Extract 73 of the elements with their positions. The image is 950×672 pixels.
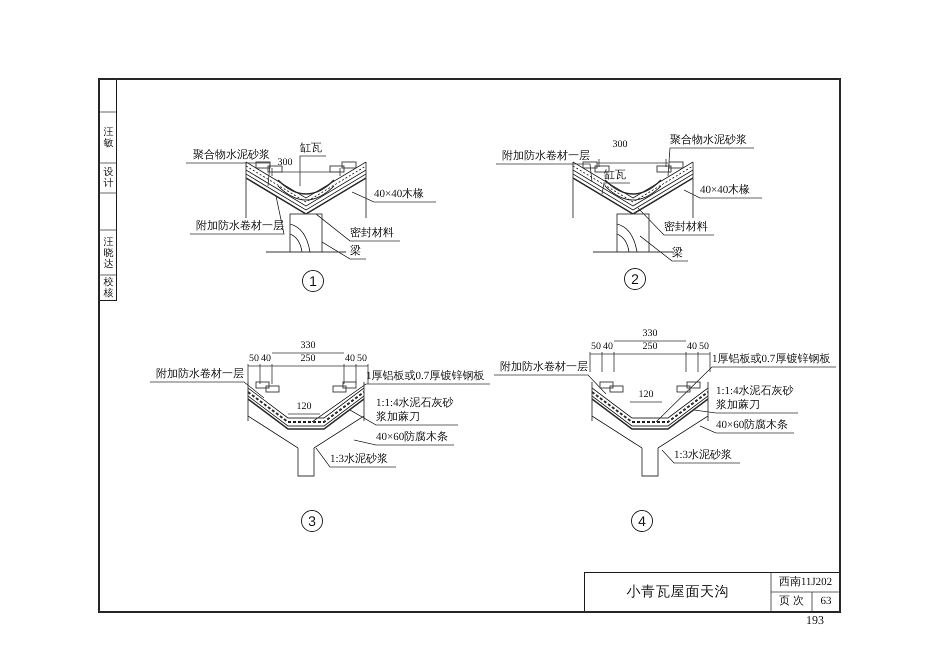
- leader-line: [662, 450, 740, 464]
- detail-number: 3: [301, 510, 323, 532]
- leader-line: [312, 384, 490, 422]
- page-number: 193: [806, 612, 824, 629]
- leader-line: [352, 192, 436, 202]
- signature-label: 汪晓达: [104, 236, 114, 270]
- dimension-label: 50: [357, 353, 367, 364]
- callout-text: 40×40木椽: [374, 187, 436, 201]
- dimension-label: 120: [296, 401, 312, 412]
- dimension-label: 40: [345, 353, 355, 364]
- title-block-text: 63: [820, 594, 832, 610]
- callout-text: 密封材料: [350, 226, 400, 240]
- gutter-section-drawing: [245, 381, 367, 478]
- dimension-label: 250: [300, 353, 316, 364]
- callout-text: 40×40木椽: [700, 183, 762, 197]
- leader-line: [190, 196, 284, 234]
- leader-line: [316, 214, 400, 242]
- callout-text: 附加防水卷材一层: [150, 367, 244, 381]
- leader-line: [494, 374, 606, 394]
- leader-line: [350, 410, 458, 426]
- dimension-label: 120: [638, 389, 654, 400]
- title-block-text: 页 次: [779, 594, 804, 610]
- callout-text: 聚合物水泥砂浆: [670, 133, 754, 147]
- detail-number: 2: [624, 268, 646, 290]
- callout-text: 1:1:4水泥石灰砂浆加蔴刀: [716, 384, 798, 412]
- leader-line: [694, 410, 798, 414]
- dimension-label: 330: [642, 328, 658, 339]
- gutter-section-drawing: [589, 381, 711, 478]
- drawing-title: 小青瓦屋面天沟: [626, 584, 730, 602]
- callout-text: 1厚铝板或0.7厚镀锌钢板: [712, 352, 836, 366]
- callout-text: 附加防水卷材一层: [496, 149, 590, 163]
- dimension-label: 50: [249, 353, 259, 364]
- signature-label: 设计: [104, 167, 114, 189]
- signature-label: 汪敏: [104, 127, 114, 149]
- leader-line: [322, 242, 366, 260]
- callout-text: 附加防水卷材一层: [494, 360, 588, 374]
- leader-line: [602, 182, 630, 194]
- dimension-label: 40: [261, 353, 271, 364]
- leader-line: [656, 366, 836, 422]
- dimension-label: 50: [699, 341, 709, 352]
- leader-line: [354, 440, 454, 446]
- callout-text: 梁: [350, 244, 366, 258]
- dimension-label: 300: [612, 139, 628, 150]
- callout-text: 密封材料: [664, 220, 714, 234]
- leader-line: [186, 162, 270, 186]
- dimension-label: 330: [300, 340, 316, 351]
- leader-line: [668, 148, 754, 176]
- leader-line: [316, 448, 396, 468]
- leader-line: [638, 208, 714, 236]
- callout-text: 40×60防腐木条: [376, 430, 454, 444]
- leader-line: [700, 426, 794, 434]
- callout-text: 缸瓦: [604, 168, 630, 182]
- leader-line: [496, 164, 592, 182]
- callout-text: 梁: [672, 246, 688, 260]
- callout-text: 缸瓦: [300, 141, 326, 155]
- leader-line: [684, 190, 762, 198]
- dimension-label: 50: [591, 341, 601, 352]
- callout-text: 40×60防腐木条: [716, 418, 794, 432]
- title-block-text: 西南11J202: [778, 575, 832, 590]
- dimension-label: 300: [278, 157, 292, 168]
- detail-number: 4: [631, 510, 653, 532]
- callout-text: 聚合物水泥砂浆: [186, 148, 270, 162]
- leader-line: [300, 156, 326, 186]
- signature-label: 校核: [104, 277, 114, 299]
- leader-line: [640, 236, 688, 262]
- dimension-label: 250: [642, 341, 658, 352]
- detail-number: 1: [302, 270, 324, 292]
- callout-text: 1:3水泥砂浆: [330, 452, 396, 466]
- callout-text: 1:1:4水泥石灰砂浆加蔴刀: [376, 396, 458, 424]
- dimension-label: 40: [603, 341, 613, 352]
- leader-line: [150, 382, 264, 398]
- dimension-label: 40: [687, 341, 697, 352]
- callout-text: 1:3水泥砂浆: [674, 448, 740, 462]
